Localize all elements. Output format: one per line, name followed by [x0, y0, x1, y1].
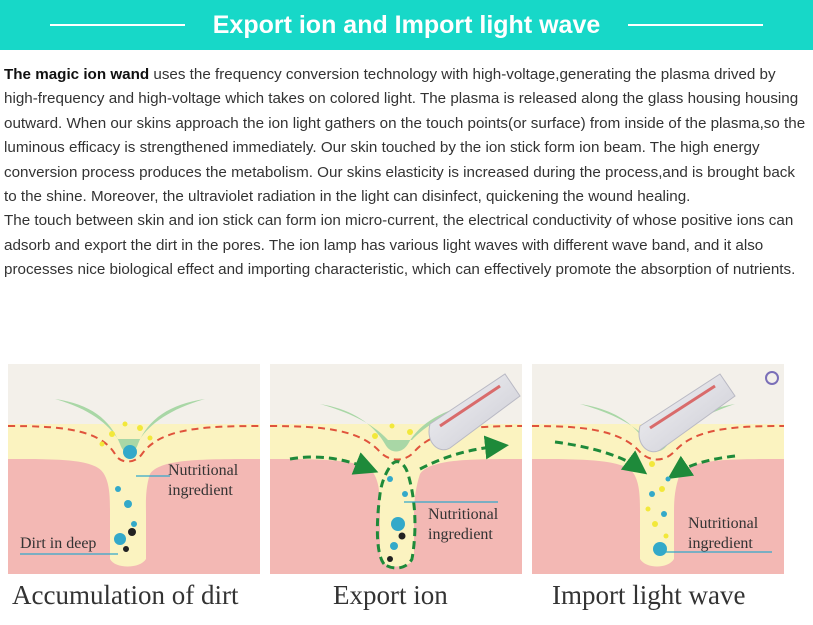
caption-export-ion: Export ion — [333, 580, 448, 610]
particles — [387, 476, 408, 550]
paragraph-2: The touch between skin and ion stick can… — [4, 212, 796, 279]
panel1-dirt-label: Dirt in deep — [20, 535, 97, 552]
export-arrow-right — [419, 435, 509, 471]
yellow-particles — [99, 421, 153, 447]
title-banner: Export ion and Import light wave — [0, 0, 813, 50]
skin-boundary — [7, 425, 261, 463]
paragraph-1-text: uses the frequency conversion technology… — [4, 66, 806, 206]
surface-layer — [55, 399, 205, 453]
dirt-particles — [387, 532, 406, 562]
pore-outline — [375, 460, 417, 570]
skin-epidermis — [532, 424, 784, 567]
article-body: The magic ion wand uses the frequency co… — [4, 63, 810, 283]
caption-import-light-wave: Import light wave — [552, 580, 746, 610]
export-arrow-left — [289, 452, 379, 475]
panel-accumulation — [7, 364, 261, 574]
banner-line-left — [49, 24, 185, 26]
yellow-particles — [372, 423, 413, 439]
particles — [114, 445, 137, 545]
import-arrow-left — [554, 440, 648, 475]
banner-line-right — [628, 24, 764, 26]
illustration-panels — [0, 364, 813, 625]
particles — [649, 476, 671, 556]
ion-wand — [638, 371, 779, 453]
illustration-svg — [7, 364, 785, 574]
ion-wand — [428, 373, 521, 451]
product-name: The magic ion wand — [4, 66, 150, 83]
paragraph-1: The magic ion wand uses the frequency co… — [4, 63, 810, 209]
dirt-particles — [123, 528, 136, 552]
panel-export-ion — [269, 364, 523, 574]
caption-accumulation: Accumulation of dirt — [12, 580, 239, 610]
skin-epidermis — [8, 424, 260, 567]
skin-boundary — [531, 425, 785, 461]
yellow-particles — [645, 461, 669, 539]
panel-import-light-wave — [531, 364, 785, 574]
page-title: Export ion and Import light wave — [212, 10, 601, 39]
import-arrow-right — [667, 454, 736, 479]
